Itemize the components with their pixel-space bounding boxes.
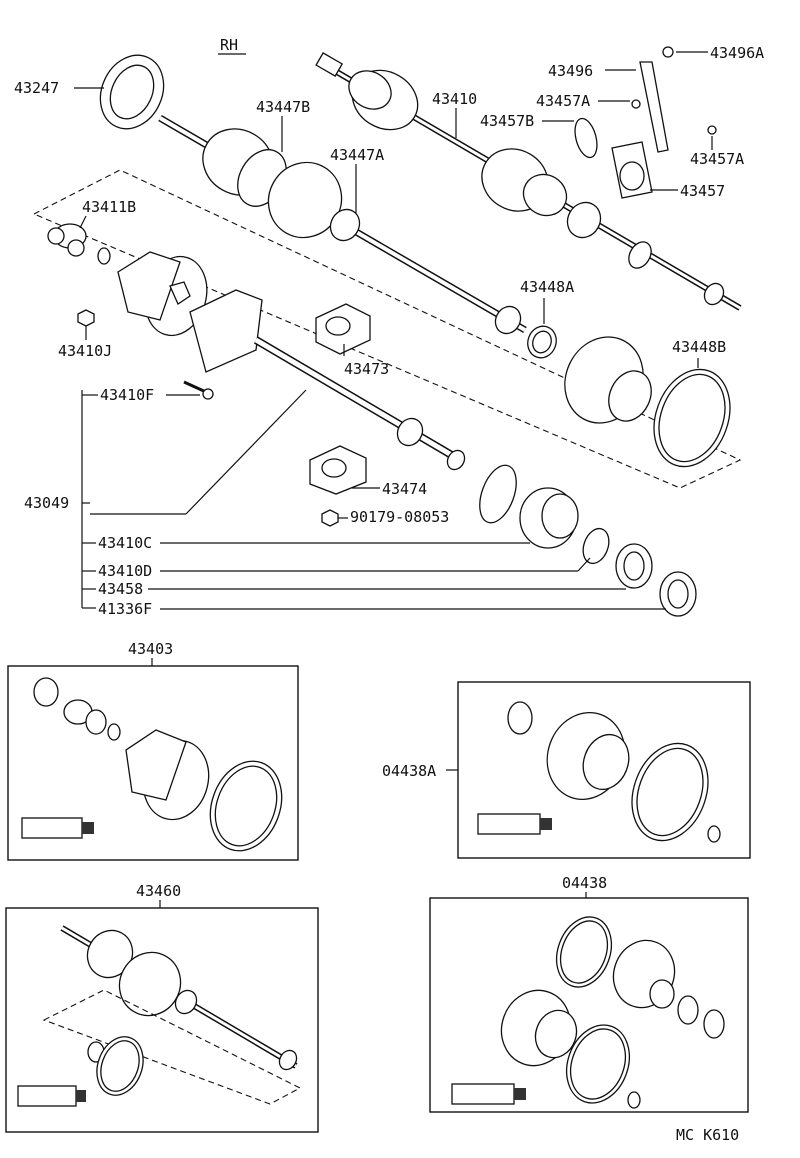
seal-41336f (659, 571, 697, 617)
leader-43411b (79, 215, 87, 229)
label-41336f: 41336F (98, 600, 152, 618)
drive-shaft-upper-43410 (315, 52, 742, 311)
seal-43458 (615, 543, 653, 589)
label-43448a: 43448A (520, 278, 574, 296)
label-43410f: 43410F (100, 386, 154, 404)
label-43457a-right: 43457A (690, 150, 744, 168)
snap-ring-43410d (582, 527, 610, 565)
label-43410j: 43410J (58, 342, 112, 360)
kit-box-04438a (457, 681, 751, 859)
label-43457a-top: 43457A (536, 92, 590, 110)
drive-shaft-middle-43447 (158, 114, 527, 335)
subassembly-dashed-outline (32, 169, 742, 489)
label-43448b: 43448B (672, 338, 726, 356)
boot-clamp-43448a (527, 325, 557, 359)
label-43411b: 43411B (82, 198, 136, 216)
leader-43049-b (185, 389, 307, 515)
label-43447b: 43447B (256, 98, 310, 116)
label-43247: 43247 (14, 79, 59, 97)
kit-label-04438a: 04438A (382, 762, 436, 780)
label-43457b: 43457B (480, 112, 534, 130)
label-43410: 43410 (432, 90, 477, 108)
kit-04438a-parts (477, 701, 721, 843)
tripod-joint-43411b (47, 223, 111, 265)
bearing-bracket-43474 (309, 445, 367, 495)
label-43447a: 43447A (330, 146, 384, 164)
label-90179-08053: 90179-08053 (350, 508, 449, 526)
center-bearing-bracket-43496 (574, 46, 717, 199)
kit-box-43403 (7, 665, 299, 861)
label-43473: 43473 (344, 360, 389, 378)
label-43458: 43458 (98, 580, 143, 598)
snap-ring (479, 464, 517, 524)
kit-43460-parts (17, 925, 302, 1107)
bolt-43410f (183, 380, 214, 400)
leader-43410d-end (577, 557, 591, 572)
dust-deflector-43247 (99, 54, 165, 130)
label-43474: 43474 (382, 480, 427, 498)
side-label-rh: RH (220, 36, 238, 54)
kit-box-43460 (5, 907, 319, 1133)
nut-43410j (77, 309, 95, 327)
kit-04438-parts (451, 916, 725, 1109)
label-43457: 43457 (680, 182, 725, 200)
boot-clamp-43448b (653, 368, 731, 468)
label-43410d: 43410D (98, 562, 152, 580)
kit-label-43460: 43460 (136, 882, 181, 900)
label-43410c: 43410C (98, 534, 152, 552)
kit-label-04438: 04438 (562, 874, 607, 892)
kit-label-43403: 43403 (128, 640, 173, 658)
bearing-43410c (519, 487, 579, 549)
label-43496: 43496 (548, 62, 593, 80)
label-43496a: 43496A (710, 44, 764, 62)
kit-box-04438 (429, 897, 749, 1113)
cv-boot (564, 336, 652, 424)
bearing-bracket-43473 (315, 303, 371, 355)
label-43049: 43049 (24, 494, 69, 512)
outboard-joint-housing (117, 251, 208, 337)
kit-43403-parts (21, 677, 283, 852)
diagram-code: MC K610 (676, 1126, 739, 1144)
intermediate-shaft-43049 (189, 289, 466, 471)
nut-90179-08053 (321, 509, 339, 527)
